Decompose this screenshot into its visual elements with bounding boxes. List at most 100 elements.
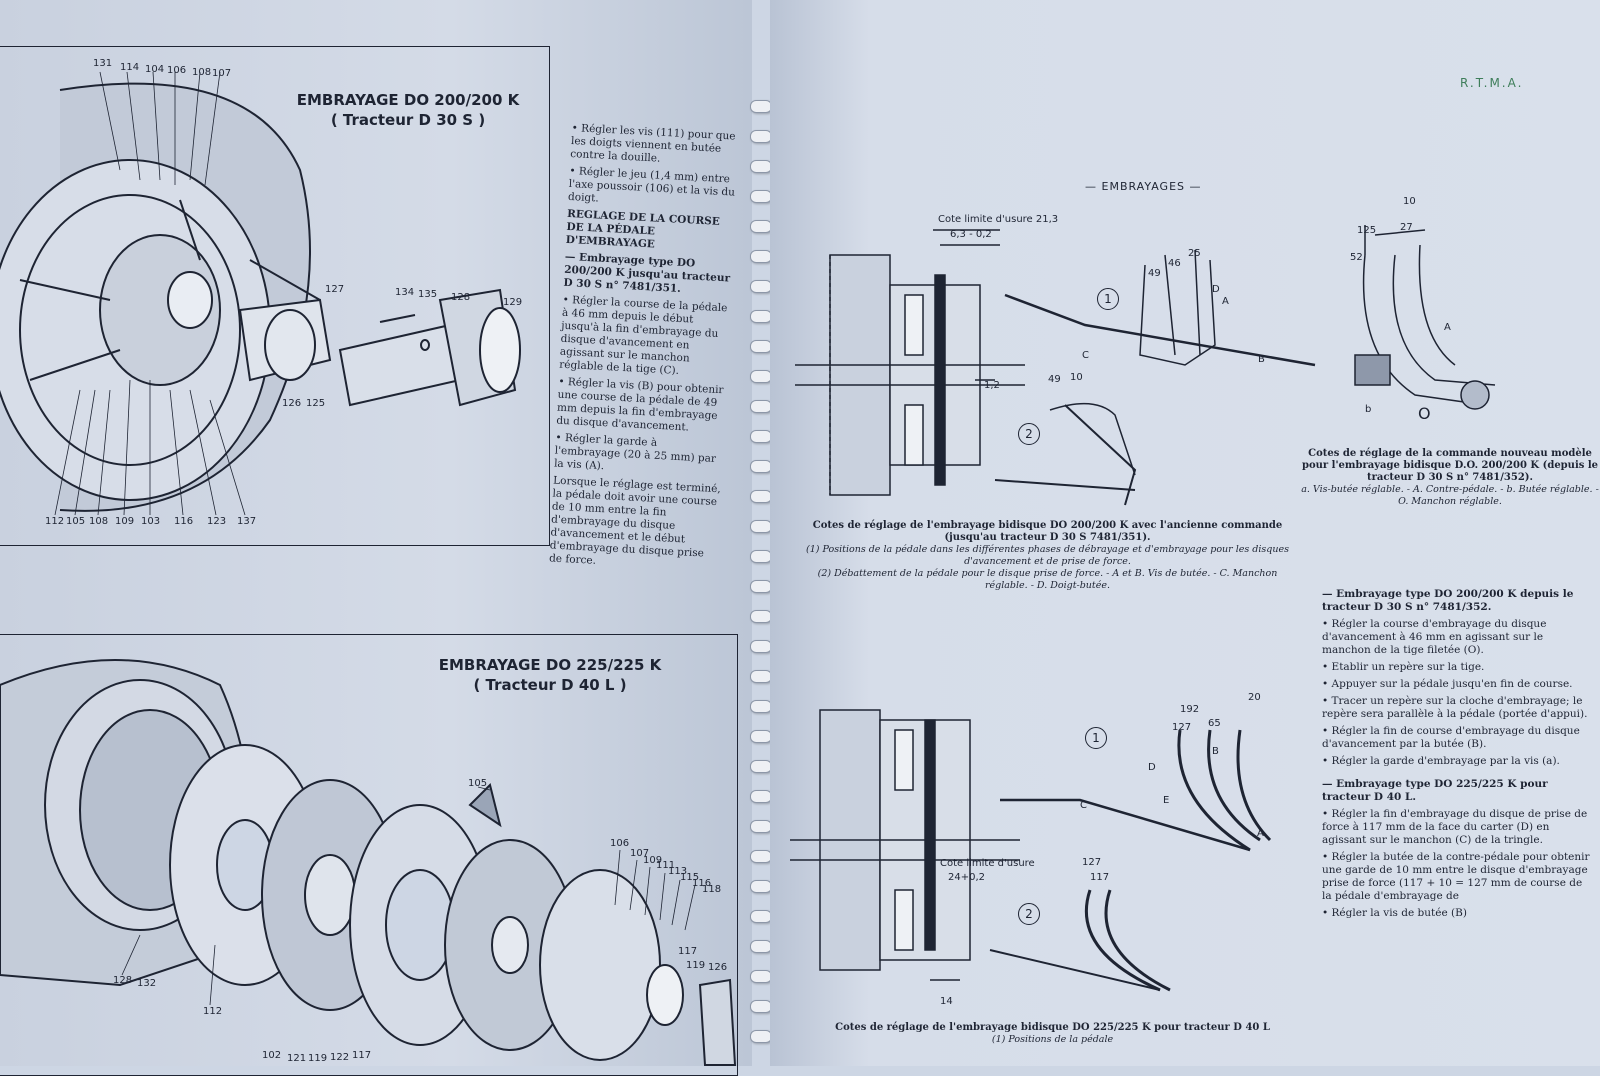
bottom-figure-title-line2: ( Tracteur D 40 L ) (473, 676, 627, 694)
top-figure-title-line1: EMBRAYAGE DO 200/200 K (296, 91, 520, 109)
part-number: 114 (120, 62, 140, 73)
binding-coil (750, 1000, 772, 1013)
binding-coil (750, 880, 772, 893)
binding-coil (750, 130, 772, 143)
pedal-angle: 46 (1168, 258, 1181, 269)
part-number: 105 (66, 516, 86, 527)
binding-coil (750, 160, 772, 173)
part-number: 107 (630, 848, 650, 859)
binding-coil (750, 250, 772, 263)
clutch-200-exploded-drawing (0, 71, 521, 516)
dimension: 27 (1400, 222, 1413, 233)
diagram-label: C (1080, 800, 1087, 811)
clutch-200-adjustment-diagram (795, 229, 1316, 506)
part-number: 109 (115, 516, 135, 527)
cote-label: Cote limite d'usure (940, 858, 1035, 869)
dimension: 65 (1208, 718, 1221, 729)
part-number: 115 (680, 872, 700, 883)
dimension: 52 (1350, 252, 1363, 263)
part-number: 103 (141, 516, 161, 527)
instruction-bullet: • Régler la course de la pédale à 46 mm … (558, 293, 728, 377)
gap-value: 14 (940, 996, 953, 1007)
caption-title: Cotes de réglage de la commande nouveau … (1301, 448, 1599, 483)
part-number: 117 (678, 946, 698, 957)
diagram-label: A (1257, 828, 1264, 839)
binding-coil (750, 430, 772, 443)
instruction-bullet: • Tracer un repère sur la cloche d'embra… (1322, 695, 1588, 720)
instruction-column: • Régler les vis (111) pour que les doig… (549, 122, 740, 578)
clutch-225-adjustment-diagram (790, 709, 1272, 992)
instruction-bullet: • Régler la garde d'embrayage par la vis… (1322, 755, 1560, 767)
part-number: 113 (668, 866, 688, 877)
binding-coil (750, 730, 772, 743)
part-number: 116 (692, 878, 712, 889)
binding-coil (750, 850, 772, 863)
cote-label: Cote limite d'usure 21,3 (938, 214, 1059, 225)
part-number: 119 (308, 1053, 328, 1064)
diagram-label: O (1418, 404, 1431, 423)
part-number: 125 (306, 398, 326, 409)
part-number: 108 (192, 67, 212, 78)
section-subheading: — Embrayage type DO 200/200 K depuis le … (1322, 588, 1574, 613)
part-number: 137 (237, 516, 257, 527)
caption-note: (2) Débattement de la pédale pour le dis… (817, 568, 1278, 591)
diagram-label: A (1222, 296, 1229, 307)
dimension: 117 (1090, 872, 1110, 883)
part-number: 128 (451, 292, 471, 303)
caption-note: (1) Positions de la pédale dans les diff… (806, 544, 1289, 567)
part-number: 132 (137, 978, 157, 989)
caption-note: (1) Positions de la pédale (991, 1034, 1114, 1045)
part-number: 106 (610, 838, 630, 849)
binding-coil (750, 940, 772, 953)
corner-mark: R.T.M.A. (1460, 76, 1524, 90)
callout-2: 2 (1018, 903, 1040, 925)
callout-1: 1 (1097, 288, 1119, 310)
binding-coil (750, 760, 772, 773)
instruction-bullet: • Régler la fin de course d'embrayage du… (1322, 725, 1580, 750)
part-number: 119 (686, 960, 706, 971)
part-number: 118 (702, 884, 722, 895)
new-control-diagram (1354, 225, 1496, 410)
part-number: 122 (330, 1052, 350, 1063)
part-number: 108 (89, 516, 109, 527)
instruction-bullet: • Régler la garde à l'embrayage (20 à 25… (553, 431, 717, 473)
bottom-figure-title: EMBRAYAGE DO 225/225 K ( Tracteur D 40 L… (420, 655, 680, 695)
binding-coil (750, 280, 772, 293)
gap-value: 1,2 (984, 380, 1000, 391)
part-number: 116 (174, 516, 194, 527)
dimension: 20 (1248, 692, 1261, 703)
binding-coil (750, 790, 772, 803)
instruction-bullet: • Appuyer sur la pédale jusqu'en fin de … (1322, 678, 1573, 690)
binding-coil (750, 640, 772, 653)
bottom-figure-title-line1: EMBRAYAGE DO 225/225 K (438, 656, 662, 674)
caption-title: Cotes de réglage de l'embrayage bidisque… (812, 520, 1283, 543)
clutch-225-exploded-drawing (0, 659, 737, 1066)
diagram-label: A (1444, 322, 1451, 333)
binding-coil (750, 340, 772, 353)
part-number: 107 (212, 68, 232, 79)
side-diagram-caption: Cotes de réglage de la commande nouveau … (1300, 448, 1600, 508)
instruction-bullet: • Régler les vis (111) pour que les doig… (570, 122, 736, 165)
binding-coil (750, 310, 772, 323)
binding-coil (750, 550, 772, 563)
part-number: 123 (207, 516, 227, 527)
part-number: 102 (262, 1050, 282, 1061)
top-figure-title: EMBRAYAGE DO 200/200 K ( Tracteur D 30 S… (268, 90, 548, 130)
page-header: — EMBRAYAGES — (1085, 180, 1202, 193)
binding-coil (750, 610, 772, 623)
instruction-bullet: • Etablir un repère sur la tige. (1322, 661, 1485, 673)
top-diagram-caption: Cotes de réglage de l'embrayage bidisque… (800, 520, 1295, 592)
section-subheading: — Embrayage type DO 200/200 K jusqu'au t… (563, 250, 731, 295)
binding-coil (750, 700, 772, 713)
cote-value: 24+0,2 (948, 872, 986, 883)
binding-coil (750, 910, 772, 923)
binding-coil (750, 970, 772, 983)
binding-coil (750, 520, 772, 533)
part-number: 117 (352, 1050, 372, 1061)
pedal-angle: 10 (1070, 372, 1083, 383)
diagram-label: D (1212, 284, 1220, 295)
binding-coil (750, 490, 772, 503)
dimension: 125 (1357, 225, 1377, 236)
diagram-label: C (1082, 350, 1089, 361)
binding-coil (750, 400, 772, 413)
